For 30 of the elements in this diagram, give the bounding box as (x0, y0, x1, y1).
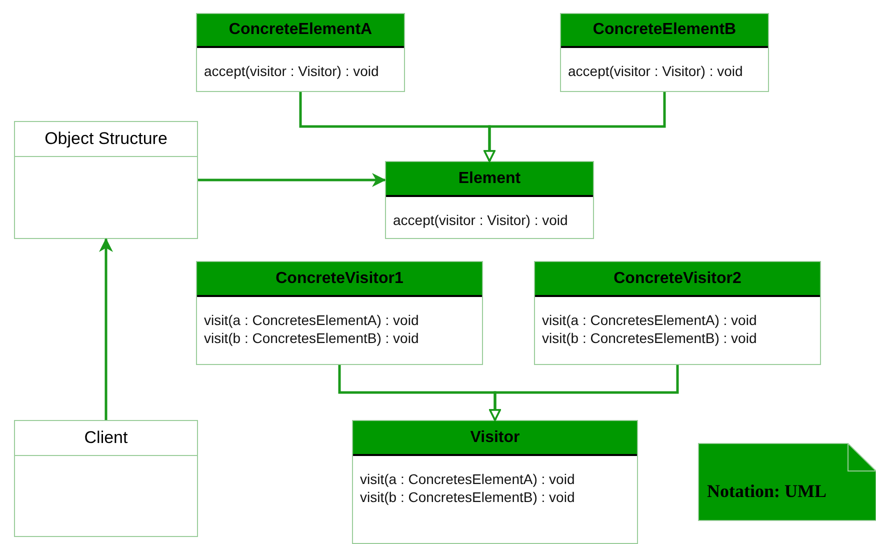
arrow (489, 365, 679, 421)
class-box (196, 261, 483, 365)
class-box (14, 121, 198, 239)
class-name: ConcreteVisitor1 (197, 262, 482, 297)
class-name: Client (15, 421, 197, 456)
class-name: ConcreteVisitor2 (535, 262, 820, 297)
method-text: accept(visitor : Visitor) : void (204, 62, 379, 80)
class-name: ConcreteElementB (561, 14, 768, 48)
method-text: visit(b : ConcretesElementB) : void (542, 329, 757, 347)
class-name: Element (386, 162, 593, 197)
arrow (484, 92, 666, 162)
method-text: visit(a : ConcretesElementA) : void (360, 470, 575, 488)
method-text: accept(visitor : Visitor) : void (568, 62, 743, 80)
arrow (198, 173, 386, 187)
class-box (560, 13, 769, 92)
method-text: visit(b : ConcretesElementB) : void (360, 488, 575, 506)
class-name: Object Structure (15, 122, 197, 157)
method-text: visit(b : ConcretesElementB) : void (204, 329, 419, 347)
class-box (352, 420, 638, 544)
method-text: visit(a : ConcretesElementA) : void (542, 311, 757, 329)
class-box (196, 13, 405, 92)
class-name: Visitor (353, 421, 637, 456)
arrow (99, 238, 113, 420)
note-text: Notation: UML (707, 481, 826, 502)
class-name: ConcreteElementA (197, 14, 404, 48)
class-box (14, 420, 198, 537)
class-box (534, 261, 821, 365)
method-text: accept(visitor : Visitor) : void (393, 211, 568, 229)
method-text: visit(a : ConcretesElementA) : void (204, 311, 419, 329)
class-box (385, 161, 594, 239)
